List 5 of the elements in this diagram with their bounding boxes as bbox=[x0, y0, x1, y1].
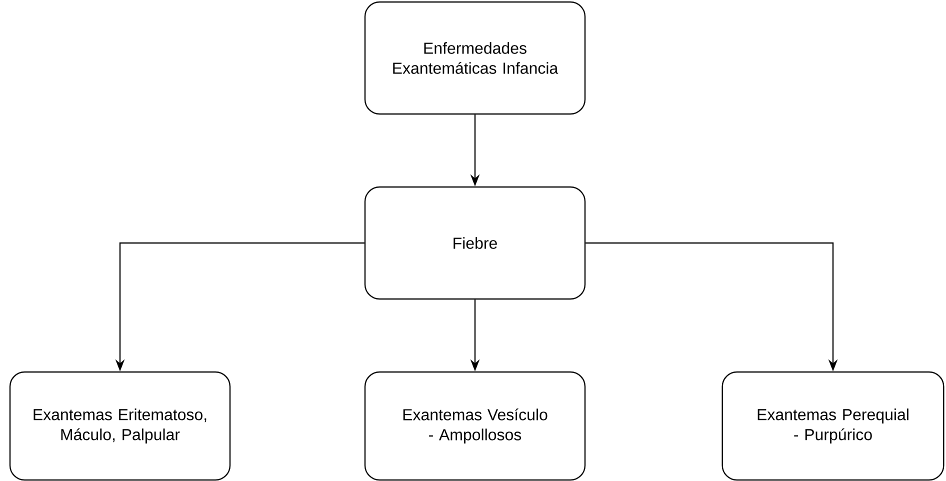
process-box: Exantemas Eritematoso, Máculo, Palpular bbox=[9, 371, 231, 481]
process-box: Fiebre bbox=[364, 186, 586, 300]
process-box: Exantemas Vesículo - Ampollosos bbox=[364, 371, 586, 481]
process-box: Enfermedades Exantemáticas Infancia bbox=[364, 1, 586, 115]
process-box: Exantemas Perequial - Purpúrico bbox=[722, 371, 944, 481]
